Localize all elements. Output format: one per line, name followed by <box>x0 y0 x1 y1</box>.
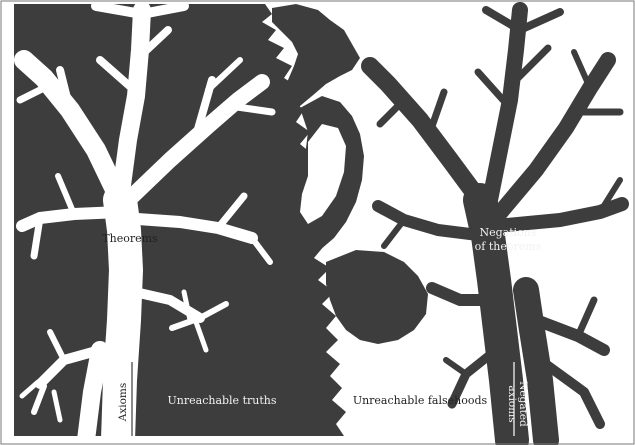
label-unreachable-falsehoods: Unreachable falsehoods <box>353 394 488 407</box>
label-unreachable-truths: Unreachable truths <box>168 394 277 407</box>
label-theorems: Theorems <box>102 232 158 245</box>
label-negations-line2: of theorems <box>475 240 542 253</box>
label-negated-axioms-line2: axioms <box>506 385 518 422</box>
label-negations-line1: Negations <box>479 226 536 239</box>
label-axioms: Axioms <box>117 383 129 423</box>
